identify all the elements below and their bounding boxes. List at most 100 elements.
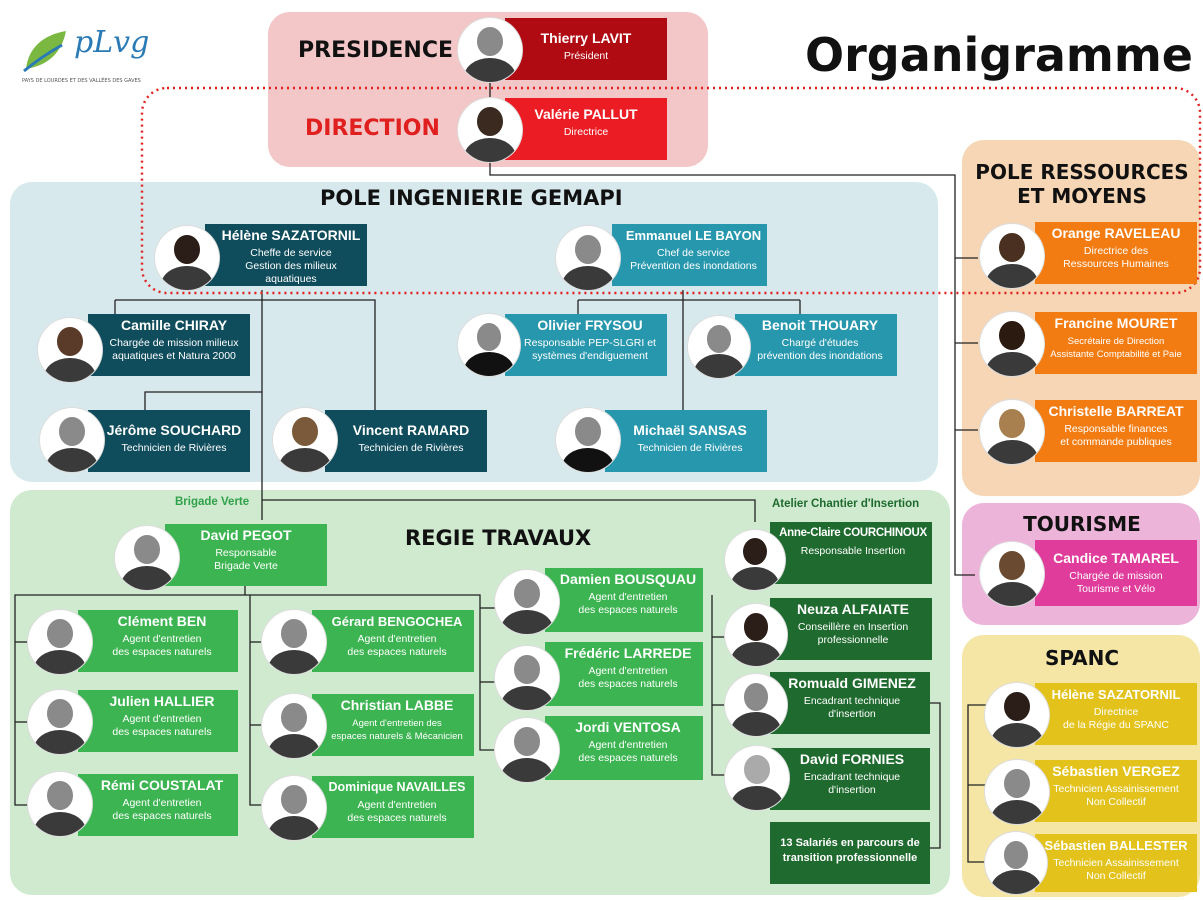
avatar-lebayon	[556, 226, 620, 290]
person-role: Chargée de mission Tourisme et Vélo	[1069, 570, 1163, 595]
person-name: Jordi VENTOSA	[575, 719, 681, 735]
person-role: Agent d'entretien des espaces naturels	[112, 713, 212, 738]
avatar-barreat	[980, 400, 1044, 464]
person-card-lebayon: Emmanuel LE BAYON Chef de service Préven…	[612, 224, 767, 286]
person-role: Secrétaire de Direction Assistante Compt…	[1050, 336, 1182, 360]
avatar-ben	[28, 610, 92, 674]
person-card-barreat: Christelle BARREAT Responsable finances …	[1035, 400, 1197, 462]
atelier-label: Atelier Chantier d'Insertion	[772, 498, 920, 510]
avatar-larrede	[495, 646, 559, 710]
person-role: Cheffe de service Gestion des milieux aq…	[245, 247, 337, 285]
person-name: Thierry LAVIT	[540, 30, 632, 46]
person-card-thouary: Benoit THOUARY Chargé d'études préventio…	[735, 314, 897, 376]
avatar-coustalat	[28, 772, 92, 836]
person-card-courchinoux: Anne-Claire COURCHINOUX Responsable Inse…	[770, 522, 932, 584]
person-role: Agent d'entretien des espaces naturels	[347, 799, 447, 824]
person-card-tamarel: Candice TAMAREL Chargée de mission Touri…	[1035, 540, 1197, 606]
person-role: Directrice des Ressources Humaines	[1063, 245, 1169, 270]
person-name: Frédéric LARREDE	[564, 645, 692, 661]
person-card-ben: Clément BEN Agent d'entretien des espace…	[78, 610, 238, 672]
person-name: Damien BOUSQUAU	[559, 571, 697, 587]
person-name: Dominique NAVAILLES	[328, 780, 466, 794]
person-name: David PEGOT	[200, 527, 292, 543]
avatar-pallut	[458, 98, 522, 162]
person-name: Jérôme SOUCHARD	[106, 422, 242, 438]
person-role: Chef de service Prévention des inondatio…	[630, 247, 757, 272]
avatar-sansas	[556, 408, 620, 472]
person-role: Agent d'entretien des espaces naturels	[112, 797, 212, 822]
person-role: Conseillère en Insertion professionnelle	[797, 621, 909, 646]
person-role: Directrice de la Régie du SPANC	[1062, 706, 1170, 731]
person-name: Clément BEN	[117, 613, 207, 629]
person-role: Agent d'entretien des espaces naturels	[347, 633, 447, 658]
person-name: Hélène SAZATORNIL	[1051, 687, 1181, 702]
avatar-chiray	[38, 318, 102, 382]
brigade-verte-label: Brigade Verte	[175, 496, 250, 508]
avatar-tamarel	[980, 542, 1044, 606]
section-title-gemapi: POLE INGENIERIE GEMAPI	[320, 186, 623, 210]
person-role: Chargée de mission milieux aquatiques et…	[109, 337, 239, 362]
person-name: Sébastien VERGEZ	[1052, 763, 1180, 779]
section-title-presidence: PRESIDENCE	[298, 38, 453, 63]
person-role: Technicien de Rivières	[121, 442, 227, 454]
person-role: Responsable PEP-SLGRI et systèmes d'endi…	[524, 337, 656, 362]
person-role: Président	[563, 50, 609, 62]
person-role: Agent d'entretien des espaces naturels	[578, 665, 678, 690]
person-name: Christelle BARREAT	[1048, 403, 1184, 419]
person-card-bousquau: Damien BOUSQUAU Agent d'entretien des es…	[545, 568, 703, 632]
person-name: Gérard BENGOCHEA	[331, 614, 463, 629]
person-name: Francine MOURET	[1054, 315, 1178, 331]
person-card-frysou: Olivier FRYSOU Responsable PEP-SLGRI et …	[505, 314, 667, 376]
person-name: Rémi COUSTALAT	[100, 777, 224, 793]
person-card-pallut: Valérie PALLUT Directrice	[505, 98, 667, 160]
person-name: Valérie PALLUT	[534, 106, 638, 122]
avatar-ballester	[985, 832, 1047, 894]
person-card-bengochea: Gérard BENGOCHEA Agent d'entretien des e…	[312, 610, 474, 672]
person-name: Camille CHIRAY	[120, 317, 228, 333]
person-card-raveleau: Orange RAVELEAU Directrice des Ressource…	[1035, 222, 1197, 284]
avatar-frysou	[458, 314, 520, 376]
person-name: Michaël SANSAS	[633, 422, 747, 438]
avatar-sazatornil	[155, 226, 219, 290]
person-card-navailles: Dominique NAVAILLES Agent d'entretien de…	[312, 776, 474, 838]
person-name: Neuza ALFAIATE	[796, 601, 909, 617]
avatar-fornies	[725, 746, 789, 810]
person-name: Hélène SAZATORNIL	[221, 227, 361, 243]
person-card-mouret: Francine MOURET Secrétaire de Direction …	[1035, 312, 1197, 374]
logo-tagline: PAYS DE LOURDES ET DES VALLÉES DES GAVES	[22, 78, 141, 84]
person-card-lavit: Thierry LAVIT Président	[505, 18, 667, 80]
person-role: Technicien Assainissement Non Collectif	[1053, 857, 1179, 882]
leaf-icon	[23, 31, 66, 73]
avatar-vergez	[985, 760, 1049, 824]
person-card-sansas: Michaël SANSAS Technicien de Rivières	[605, 410, 767, 472]
section-title-regie: REGIE TRAVAUX	[405, 526, 592, 550]
person-role: Agent d'entretien des espaces naturels	[112, 633, 212, 658]
person-name: Vincent RAMARD	[352, 422, 470, 438]
person-card-pegot: David PEGOT Responsable Brigade Verte	[165, 524, 327, 586]
person-card-larrede: Frédéric LARREDE Agent d'entretien des e…	[545, 642, 703, 706]
person-card-ramard: Vincent RAMARD Technicien de Rivières	[325, 410, 487, 472]
direction-dotted-outline	[140, 86, 1202, 295]
person-role: Directrice	[563, 126, 609, 138]
person-name: Benoit THOUARY	[761, 317, 879, 333]
person-role: Responsable Insertion	[800, 545, 906, 557]
person-role: Responsable finances et commande publiqu…	[1060, 423, 1172, 448]
logo: pLvg PAYS DE LOURDES ET DES VALLÉES DES …	[22, 25, 162, 85]
page-title: Organigramme	[805, 28, 1193, 82]
avatar-lavit	[458, 18, 522, 82]
person-card-ballester: Sébastien BALLESTER Technicien Assainiss…	[1035, 834, 1197, 892]
person-role: Agent d'entretien des espaces naturels &…	[331, 718, 463, 742]
person-name: David FORNIES	[799, 751, 905, 767]
person-role: Responsable Brigade Verte	[214, 547, 278, 572]
avatar-spanc-sazatornil	[985, 683, 1049, 747]
person-card-fornies: David FORNIES Encadrant technique d'inse…	[770, 748, 930, 810]
person-role: Encadrant technique d'insertion	[803, 695, 901, 720]
person-name: Christian LABBE	[340, 697, 454, 713]
section-title-direction: DIRECTION	[305, 116, 440, 141]
person-name: Olivier FRYSOU	[537, 317, 643, 333]
logo-text: pLvg	[74, 25, 150, 60]
avatar-hallier	[28, 690, 92, 754]
avatar-labbe	[262, 694, 326, 758]
person-role: Chargé d'études prévention des inondatio…	[757, 337, 883, 362]
